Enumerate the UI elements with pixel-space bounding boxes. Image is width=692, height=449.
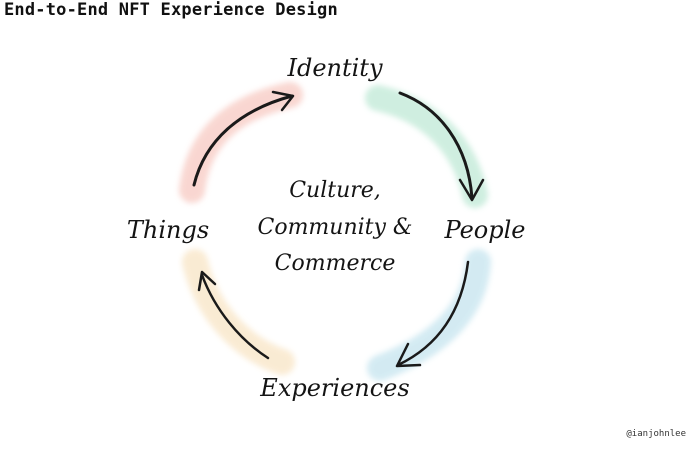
arrow-things-to-identity	[192, 90, 295, 187]
arrow-experiences-to-things	[197, 270, 270, 360]
node-experiences: Experiences	[259, 374, 409, 402]
node-identity: Identity	[286, 54, 382, 82]
center-line-2: Community &	[257, 215, 412, 240]
page-title: End-to-End NFT Experience Design	[4, 0, 338, 20]
arc-experiences-to-things	[182, 249, 295, 375]
arrow-identity-to-people	[398, 91, 485, 202]
center-line-3: Commerce	[275, 251, 396, 276]
author-credit: @ianjohnlee	[626, 429, 686, 439]
node-things: Things	[127, 216, 209, 244]
arc-things-to-identity	[179, 82, 303, 203]
arc-people-to-experiences	[367, 249, 491, 381]
node-people: People	[444, 216, 526, 244]
arrow-people-to-experiences	[395, 260, 470, 368]
center-line-1: Culture,	[289, 178, 381, 203]
